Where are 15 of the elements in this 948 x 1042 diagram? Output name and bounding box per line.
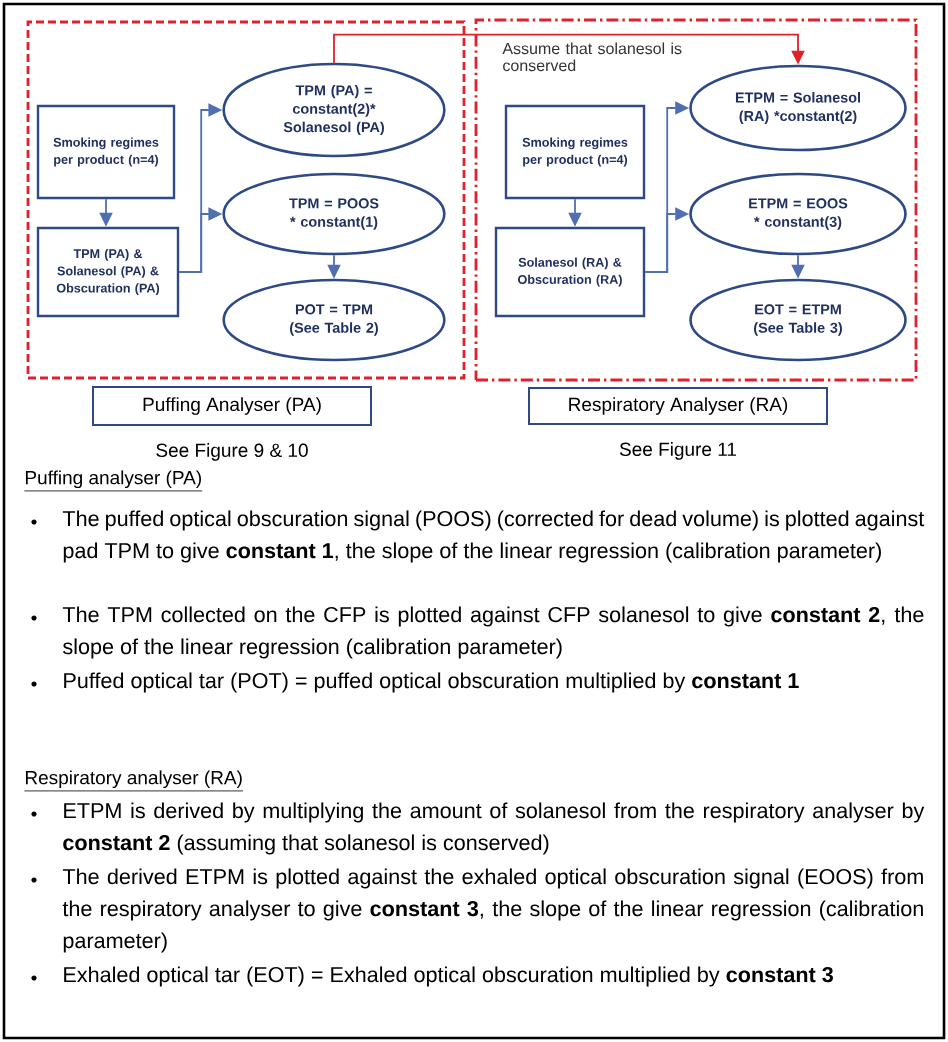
figure-reference: See Figure 11 (619, 442, 737, 460)
section-heading: Respiratory analyser (RA) (24, 770, 244, 792)
edge-label: Assume that solanesol is conserved (502, 42, 682, 72)
bullet-item: Puffed optical tar (POT) = puffed optical obscuration multiplied by constant 1 (31, 672, 799, 693)
title-box: Respiratory Analyser (RA) (528, 387, 828, 425)
bullet-item: The derived ETPM is plotted against the exhaled optical obscuration signal (EOOS) from the respiratory analyser to give constant 3, the slope of the linear regression (calibration parameter) (31, 868, 923, 953)
figure-reference: See Figure 9 & 10 (156, 443, 308, 461)
bullet-item: Exhaled optical tar (EOT) = Exhaled optical obscuration multiplied by constant 3 (31, 966, 833, 987)
bullet-item: The TPM collected on the CFP is plotted against CFP solanesol to give constant 2, the slope of the linear regression (calibration parameter) (31, 606, 924, 659)
dashed-region (26, 20, 466, 380)
dash-dot-region (474, 18, 918, 382)
bullet-item: The puffed optical obscuration signal (POOS) (corrected for dead volume) is plotted against pad TPM to give constant 1, the slope of the linear regression (calibration parameter) (31, 510, 925, 563)
title-box: Puffing Analyser (PA) (92, 386, 372, 426)
section-heading: Puffing analyser (PA) (24, 470, 203, 492)
bullet-item: ETPM is derived by multiplying the amount of solanesol from the respiratory analyser by constant 2 (assuming that solanesol is conserved) (31, 802, 925, 855)
